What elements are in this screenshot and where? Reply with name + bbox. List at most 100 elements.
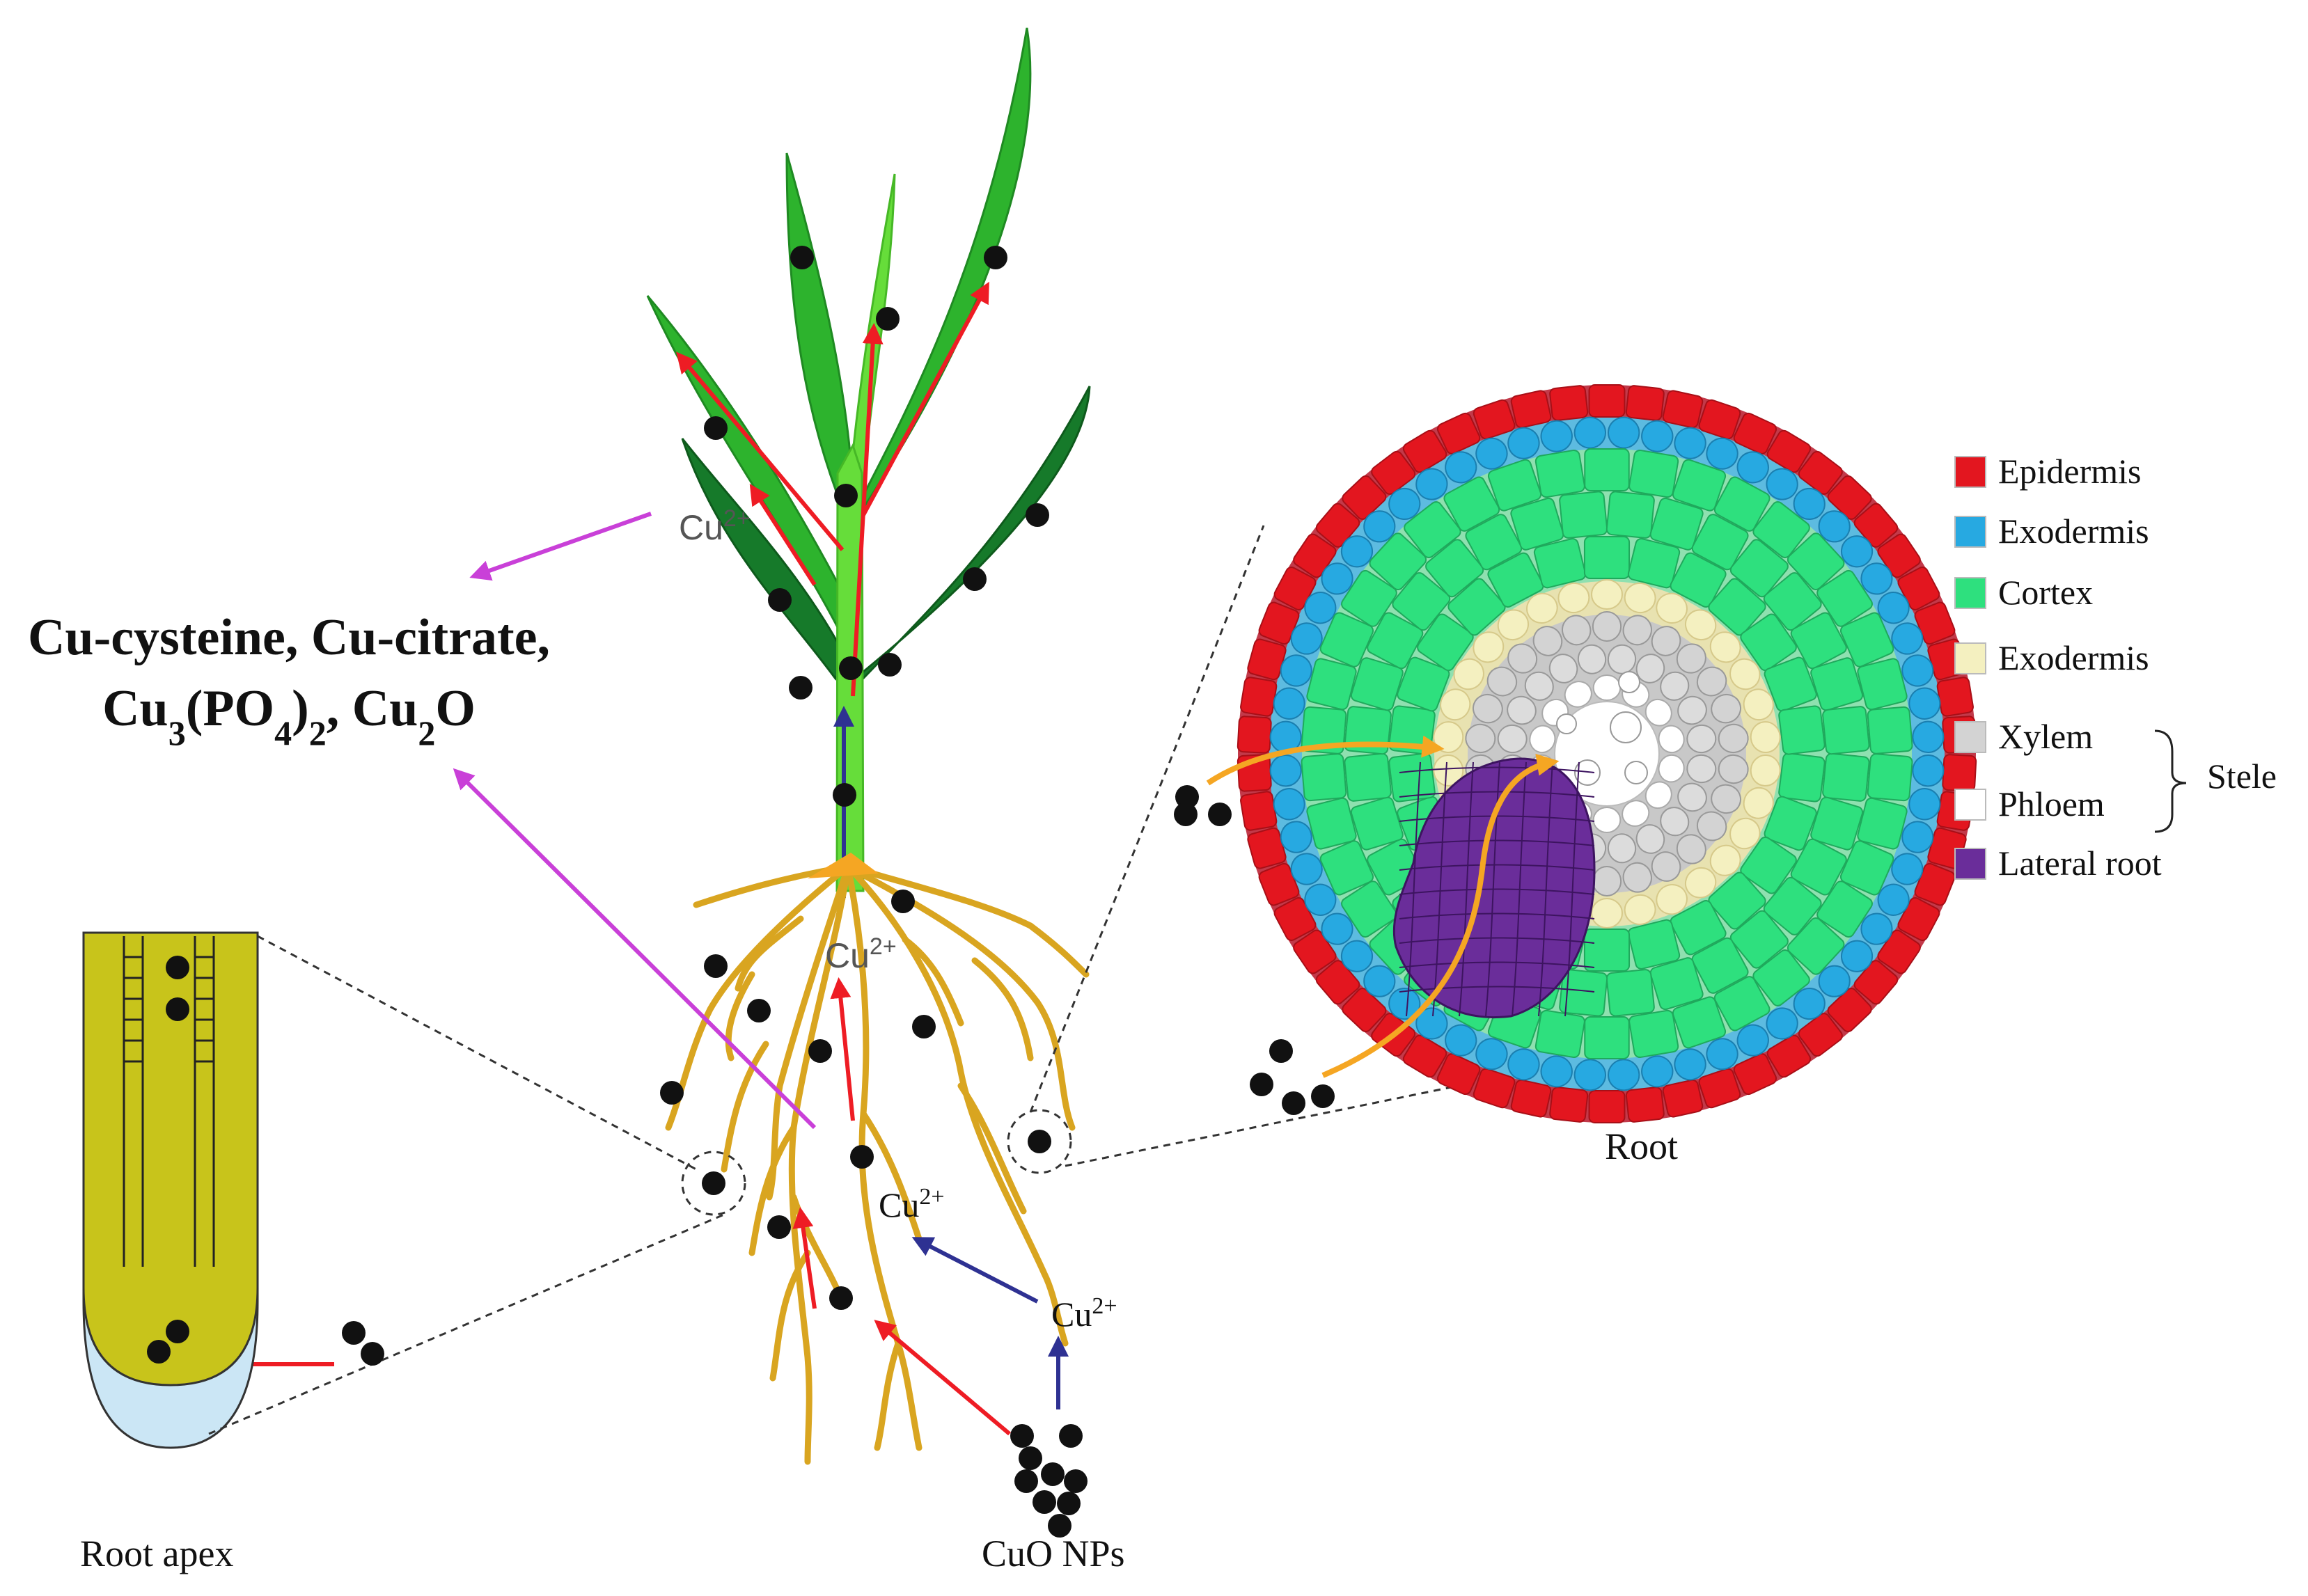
ion-label-root-upper: Cu2+	[825, 933, 897, 975]
zoom-circle-apex	[681, 1151, 746, 1216]
nanoparticle-39	[1041, 1462, 1065, 1486]
legend-swatch-5	[1954, 789, 1986, 821]
arrow-stem-to-right-leaf	[861, 281, 989, 516]
root-cross-section	[1237, 384, 1977, 1123]
nanoparticle-28	[361, 1342, 384, 1366]
nanoparticle-0	[790, 246, 814, 269]
legend-swatch-1	[1954, 516, 1986, 548]
nanoparticle-32	[1269, 1039, 1293, 1063]
transformation-arrows	[453, 512, 817, 1130]
nanoparticle-22	[829, 1286, 853, 1310]
nanoparticle-18	[850, 1145, 874, 1169]
nanoparticle-37	[1059, 1424, 1083, 1448]
legend-label-1: Exodermis	[1998, 512, 2149, 551]
legend-label-6: Lateral root	[1998, 844, 2162, 883]
legend-label-0: Epidermis	[1998, 452, 2142, 491]
arrow-np-to-root	[874, 1320, 1011, 1436]
nanoparticles	[147, 246, 1335, 1538]
ion-label-shoot: Cu2+	[679, 505, 751, 547]
dissolution-arrows	[911, 1237, 1069, 1409]
nanoparticle-43	[1057, 1492, 1081, 1515]
leaf-mid-left-top	[785, 152, 854, 511]
nanoparticle-7	[768, 588, 792, 612]
nanoparticle-15	[808, 1039, 832, 1063]
nanoparticle-35	[1311, 1084, 1335, 1108]
nanoparticle-8	[839, 656, 863, 680]
ion-label-np: Cu2+	[1051, 1293, 1117, 1334]
nanoparticle-11	[833, 783, 856, 807]
stele-brace	[2154, 729, 2187, 833]
nanoparticle-2	[876, 307, 900, 331]
legend-label-3: Exodermis	[1998, 638, 2149, 677]
legend-swatch-0	[1954, 456, 1986, 488]
plant-shoot	[646, 27, 1091, 898]
arrow-entry-cortex	[1206, 735, 1445, 786]
root-apex-inset	[82, 931, 259, 1449]
nanoparticle-44	[1048, 1514, 1071, 1538]
leaf-dark-left-low	[681, 438, 847, 681]
arrow-stem-to-left-mid-leaf	[749, 483, 817, 586]
nanoparticle-13	[704, 954, 728, 978]
nanoparticle-5	[1026, 503, 1049, 527]
nanoparticle-17	[660, 1081, 684, 1105]
ion-label-root-lower: Cu2+	[879, 1184, 945, 1225]
arrow-root-up-1	[830, 977, 855, 1121]
apex-cell-ladders	[123, 936, 215, 1267]
label-cuo-nps: CuO NPs	[982, 1533, 1125, 1574]
legend-swatch-3	[1954, 642, 1986, 674]
nanoparticle-3	[704, 416, 728, 440]
plant-roots	[665, 863, 1090, 1465]
legend-swatch-4	[1954, 721, 1986, 753]
zoom-circle-root	[1007, 1109, 1072, 1174]
nanoparticle-23	[166, 956, 189, 979]
arrow-ion-to-root	[911, 1237, 1039, 1304]
arrow-shoot-to-compounds	[469, 512, 652, 581]
nanoparticle-30	[1208, 803, 1232, 826]
legend-label-4: Xylem	[1998, 717, 2093, 756]
nanoparticle-31	[1174, 803, 1198, 826]
nanoparticle-16	[912, 1015, 936, 1038]
entry-arrows-orange	[1206, 735, 1560, 1078]
compounds-line-2: Cu3(PO4)2, Cu2O	[102, 680, 476, 752]
legend: EpidermisExodermisCortexExodermisXylemPh…	[1954, 452, 2162, 883]
nanoparticle-27	[342, 1321, 366, 1345]
legend-swatch-2	[1954, 577, 1986, 609]
legend-label-2: Cortex	[1998, 573, 2093, 612]
nanoparticle-29	[1175, 785, 1199, 809]
nanoparticle-36	[1010, 1424, 1034, 1448]
lateral-root-primordium	[1392, 757, 1596, 1018]
nanoparticle-33	[1250, 1073, 1273, 1096]
arrow-root-up-2	[792, 1207, 817, 1309]
leaf-dark-right-low	[855, 386, 1091, 687]
nanoparticle-9	[789, 676, 812, 700]
nanoparticle-20	[702, 1171, 725, 1195]
arrow-stem-to-left-leaf	[676, 351, 845, 551]
legend-group-stele: Stele	[2207, 757, 2277, 796]
nanoparticle-1	[984, 246, 1007, 269]
nanoparticle-40	[1014, 1469, 1038, 1493]
nanoparticle-12	[891, 890, 915, 913]
nanoparticle-14	[747, 999, 771, 1022]
nanoparticle-10	[878, 653, 902, 677]
nanoparticle-38	[1019, 1446, 1042, 1470]
nanoparticle-4	[834, 484, 858, 507]
compounds-line-1: Cu-cysteine, Cu-citrate,	[28, 609, 550, 666]
nanoparticle-41	[1064, 1469, 1088, 1493]
arrow-root-to-compounds	[453, 768, 817, 1130]
legend-swatch-6	[1954, 848, 1986, 880]
nanoparticle-21	[767, 1215, 791, 1239]
label-root: Root	[1605, 1125, 1678, 1167]
nanoparticle-6	[963, 567, 987, 591]
nanoparticle-19	[1028, 1130, 1051, 1153]
nanoparticle-25	[166, 1320, 189, 1343]
legend-label-5: Phloem	[1998, 784, 2105, 823]
nanoparticle-42	[1033, 1490, 1056, 1514]
nanoparticle-26	[147, 1340, 171, 1364]
label-root-apex: Root apex	[80, 1533, 233, 1574]
arrow-entry-lateral-root	[1321, 753, 1560, 1078]
nanoparticle-34	[1282, 1091, 1305, 1115]
root-stem-junction	[808, 853, 879, 878]
nanoparticle-24	[166, 997, 189, 1021]
